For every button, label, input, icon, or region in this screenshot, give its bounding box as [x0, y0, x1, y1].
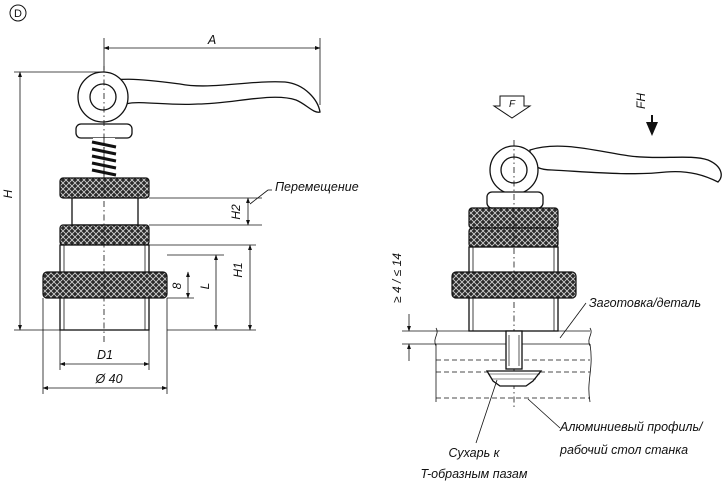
view-marker: D [9, 4, 27, 22]
view-marker-label: D [14, 8, 22, 20]
dimension-8: 8 [167, 271, 194, 299]
dimension-a-label: A [207, 33, 216, 47]
dimension-d40-label: Ø 40 [94, 372, 122, 386]
profile-label-line2: рабочий стол станка [559, 443, 688, 457]
dimension-h1-label: H1 [231, 262, 245, 277]
nut-callout: Сухарь к T-образным пазам [421, 379, 528, 481]
right-view: F FH [390, 93, 722, 481]
force-fh-arrow: FH [634, 93, 658, 136]
left-middle-knurl-ring [59, 224, 150, 246]
dimension-l: L [167, 254, 224, 331]
force-f-label: F [509, 99, 516, 110]
left-lever [77, 71, 321, 123]
dimension-range-label: ≥ 4 / ≤ 14 [390, 253, 404, 303]
left-top-knurl-ring [59, 177, 150, 199]
right-top-knurl-ring [468, 207, 559, 229]
dimension-d1-label: D1 [97, 348, 113, 362]
dimension-h: H [1, 71, 100, 331]
force-f-arrow: F [492, 95, 532, 119]
left-bottom-knurl-ring [42, 271, 168, 299]
dimension-8-label: 8 [170, 282, 184, 289]
force-fh-label: FH [634, 93, 648, 109]
dimension-h2: H2 Перемещение [149, 180, 359, 226]
dimension-h2-label: H2 [229, 204, 243, 220]
profile-callout: Алюминиевый профиль/ рабочий стол станка [527, 398, 704, 457]
t-slot-nut [485, 370, 543, 387]
right-middle-knurl-ring [468, 227, 559, 248]
right-lever [489, 145, 722, 195]
displacement-label: Перемещение [275, 180, 359, 194]
dimension-d40: Ø 40 [42, 298, 168, 394]
profile-label-line1: Алюминиевый профиль/ [559, 420, 704, 434]
left-view: A H H2 Перемещение H1 [1, 33, 359, 394]
dimension-h-label: H [1, 189, 15, 198]
right-upper-head [486, 191, 544, 209]
dimension-l-label: L [198, 283, 212, 290]
dimension-a: A [103, 33, 321, 105]
dimension-d1: D1 [59, 330, 150, 370]
t-slot-bolt [505, 330, 523, 370]
dimension-range: ≥ 4 / ≤ 14 [390, 253, 436, 361]
nut-label-line1: Сухарь к [448, 446, 500, 460]
workpiece-callout: Заготовка/деталь [559, 296, 701, 339]
dimension-h1: H1 [149, 244, 256, 331]
left-body [71, 197, 139, 226]
nut-label-line2: T-образным пазам [421, 467, 528, 481]
workpiece-label: Заготовка/деталь [589, 296, 701, 310]
